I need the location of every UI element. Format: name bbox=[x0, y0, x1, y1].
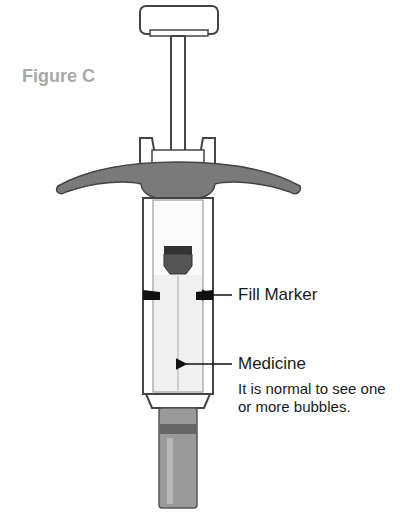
fill-marker-left bbox=[143, 290, 160, 300]
leader-line bbox=[186, 363, 232, 365]
barrel-highlight bbox=[178, 276, 179, 390]
barrel-neck bbox=[146, 394, 210, 408]
stopper-top bbox=[164, 246, 192, 254]
inner-barrel bbox=[153, 200, 203, 392]
needle-shield-highlight bbox=[167, 438, 173, 504]
stopper bbox=[164, 254, 192, 274]
figure-title: Figure C bbox=[22, 66, 95, 87]
note-text: It is normal to see one or more bubbles. bbox=[238, 380, 393, 416]
needle-shield bbox=[159, 408, 197, 508]
finger-flange bbox=[57, 162, 301, 200]
part-label: Medicine bbox=[238, 354, 306, 374]
fill-marker-right bbox=[196, 290, 213, 300]
needle-shield-band bbox=[159, 424, 197, 434]
part-label: Fill Marker bbox=[238, 285, 317, 305]
leader-line bbox=[212, 294, 232, 296]
medicine-liquid bbox=[154, 275, 202, 391]
